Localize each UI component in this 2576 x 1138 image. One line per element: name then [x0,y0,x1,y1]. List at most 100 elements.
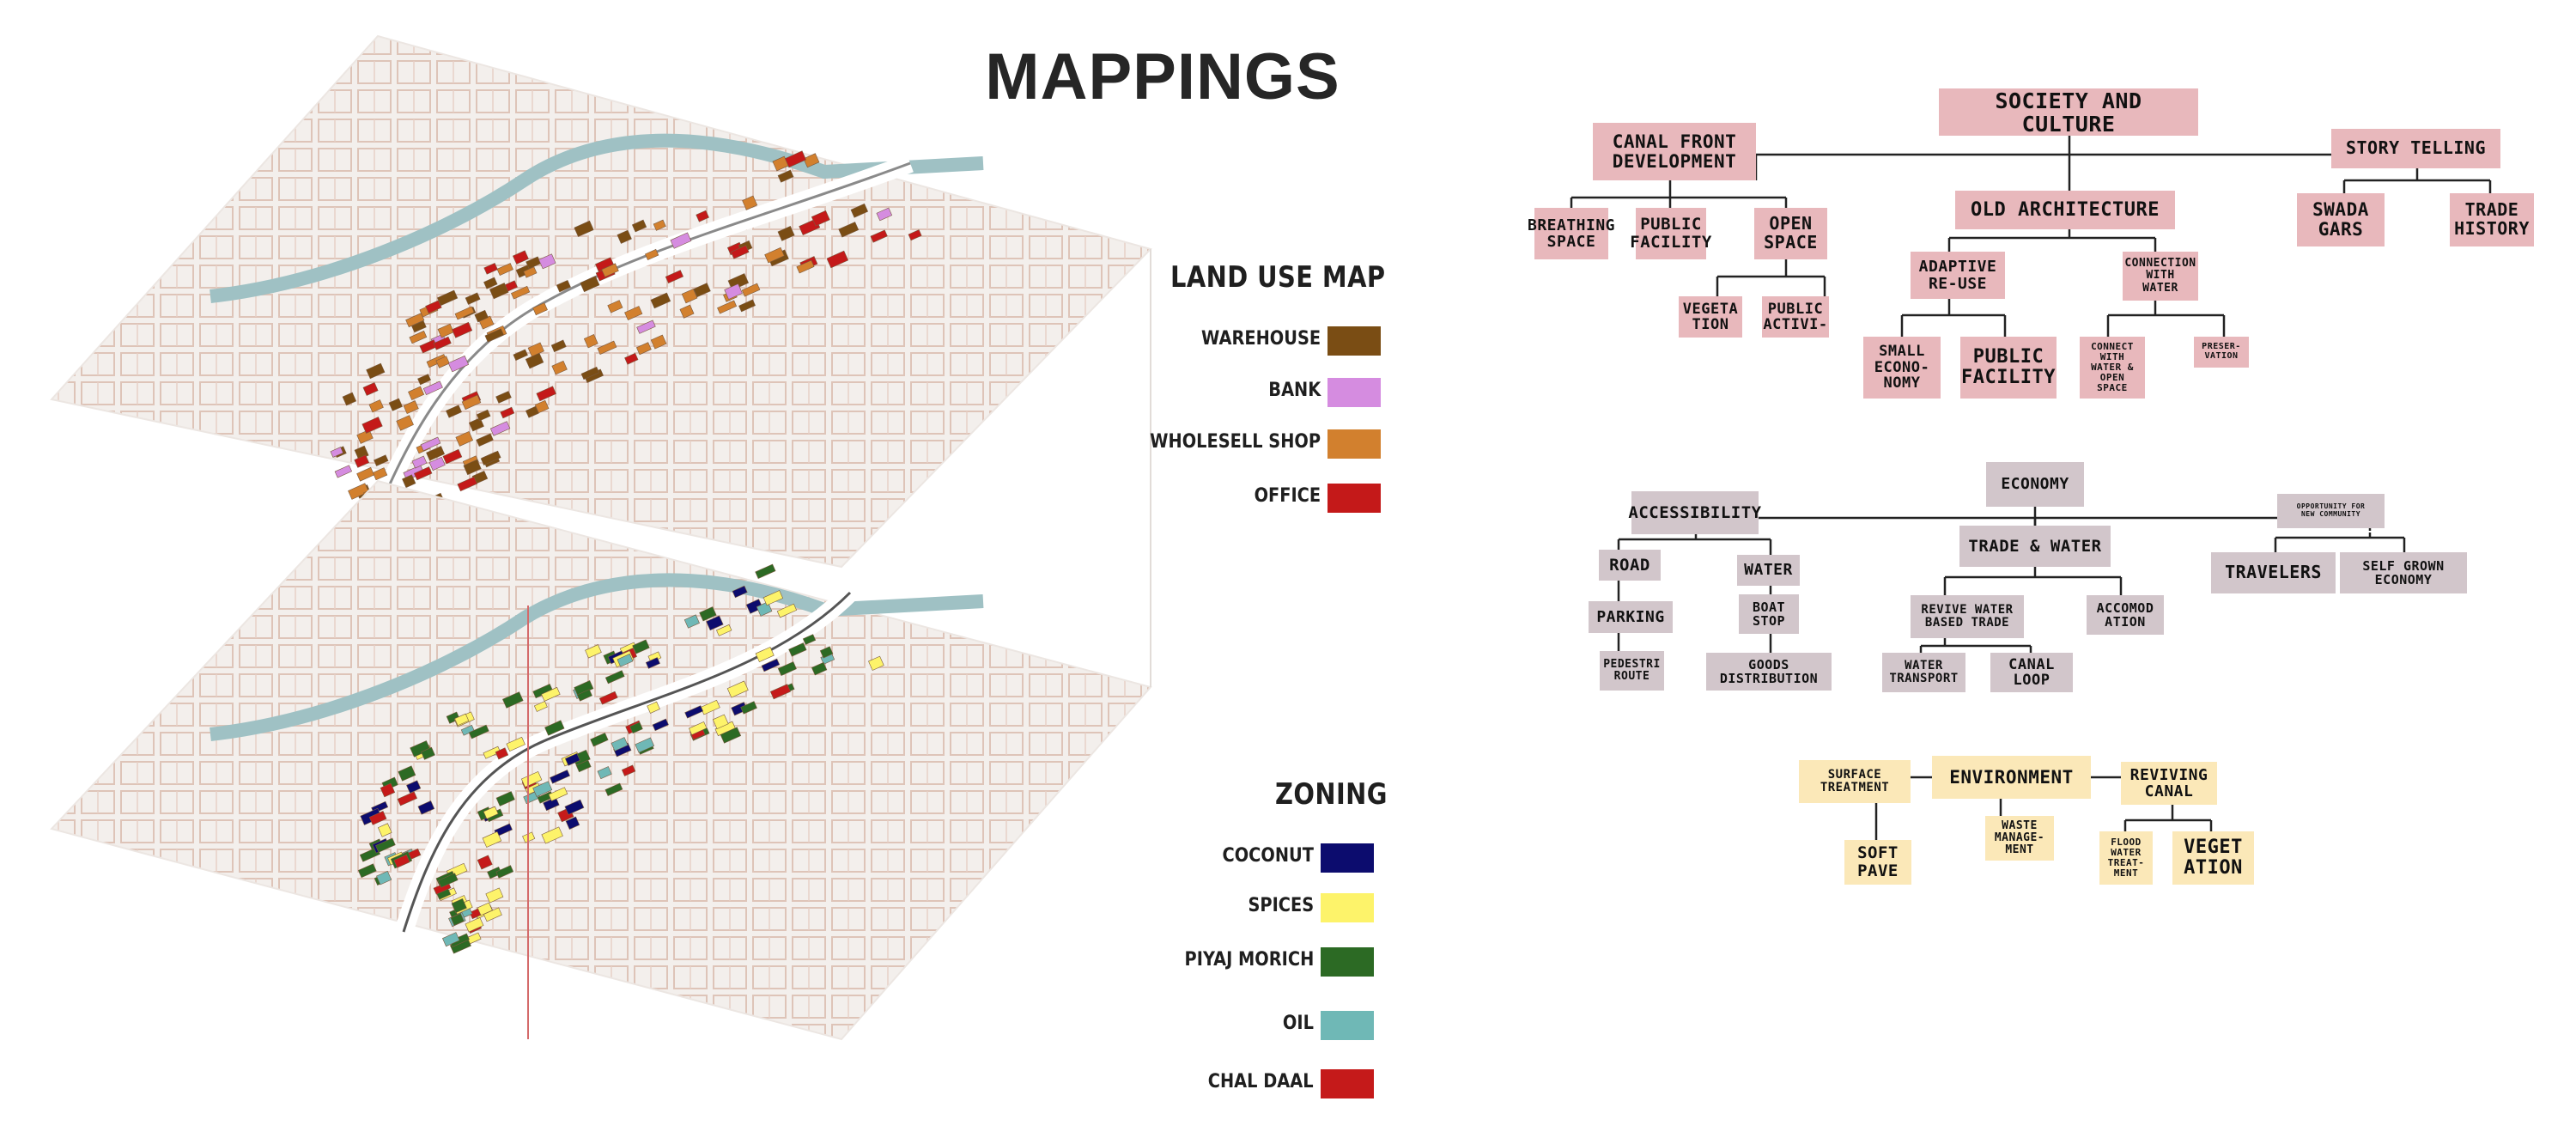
building-parcel [696,210,709,222]
building-parcel [635,342,652,356]
building-parcel [495,391,512,404]
building-parcel [652,718,669,732]
building-parcel [454,713,470,727]
building-parcel [645,657,660,669]
node-connect-with-water-open-space: CONNECT WITH WATER & OPEN SPACE [2080,337,2145,399]
building-parcel [436,289,459,307]
building-parcel [802,634,817,645]
building-parcel [368,399,384,413]
building-parcel [483,277,498,289]
building-parcel [377,823,392,837]
building-parcel [564,752,580,766]
node-swada-gars: SWADA GARS [2297,193,2385,246]
building-parcel [446,711,460,724]
building-parcel [533,701,548,712]
building-parcel [636,319,656,334]
building-parcel [417,374,432,386]
building-parcel [683,614,700,629]
building-parcel [576,689,592,702]
node-road: ROAD [1599,550,1661,581]
building-parcel [356,429,374,444]
node-travelers: TRAVELERS [2211,552,2336,593]
building-parcel [564,799,585,815]
building-parcel [461,394,482,411]
legend-swatch [1321,947,1374,977]
building-parcel [408,386,425,401]
building-parcel [417,800,435,815]
building-parcel [512,250,529,265]
building-parcel [870,229,888,243]
legend-swatch [1321,1011,1374,1040]
building-parcel [495,747,509,760]
building-parcel [580,366,600,380]
building-parcel [441,932,460,947]
building-parcel [393,854,410,868]
building-parcel [726,680,749,698]
node-accomodation: ACCOMOD ATION [2087,595,2164,635]
legend-swatch [1321,1069,1374,1098]
canal-lower [210,573,984,741]
building-parcel [405,313,425,328]
building-parcel [769,684,791,700]
building-parcel [617,654,634,667]
building-parcel [372,467,388,481]
building-parcel [724,283,743,300]
land-use-legend-heading: LAND USE MAP [1170,260,1386,295]
building-parcel [406,780,422,794]
building-parcel [645,248,659,261]
building-parcel [354,454,370,468]
node-vegetation: VEGETA TION [1679,296,1742,338]
legend-label: OFFICE [1254,485,1321,507]
building-parcel [437,873,459,888]
node-breathing-space: BREATHING SPACE [1528,208,1615,259]
legend-item-piyaj-morich: PIYAJ MORICH [1116,947,1374,977]
building-parcel [629,721,643,734]
building-parcel [788,642,807,657]
legend-label: CHAL DAAL [1208,1071,1314,1092]
building-parcel [712,714,729,729]
building-parcel [653,219,666,231]
zoning-map-plate [50,479,1152,1041]
building-parcel [764,246,785,264]
building-parcel [476,409,491,422]
building-parcel [435,356,450,368]
node-opportunity-new-community: OPPORTUNITY FOR NEW COMMUNITY [2277,494,2385,528]
building-parcel [556,279,571,293]
node-economy: ECONOMY [1986,462,2084,507]
building-parcel [738,299,756,313]
building-parcel [565,816,580,830]
node-canal-loop: CANAL LOOP [1990,653,2073,692]
building-parcel [706,615,724,631]
building-parcel [451,898,467,914]
node-parking: PARKING [1589,601,1673,633]
building-parcel [819,646,834,659]
building-parcel [483,806,499,819]
building-parcel [732,585,748,599]
building-parcel [543,796,560,812]
node-environment: ENVIRONMENT [1932,756,2091,799]
node-self-grown-economy: SELF GROWN ECONOMY [2340,552,2467,593]
legend-item-bank: BANK [1116,378,1381,407]
building-parcel [357,863,377,879]
building-parcel [650,292,671,309]
building-parcel [730,245,750,259]
node-reviving-canal: REVIVING CANAL [2121,762,2217,805]
building-parcel [411,320,427,333]
node-adaptive-reuse: ADAPTIVE RE-USE [1911,252,2005,299]
land-use-map-plate [50,34,1152,569]
legend-label: PIYAJ MORICH [1184,949,1314,971]
node-preservation: PRESER- VATION [2194,337,2249,368]
building-parcel [454,306,475,320]
building-parcel [631,219,647,233]
building-parcel [485,887,504,904]
node-pedestri-route: PEDESTRI ROUTE [1600,651,1664,691]
node-open-space: OPEN SPACE [1754,208,1827,259]
building-parcel [762,590,784,606]
building-parcel [362,382,379,396]
building-parcel [670,232,692,249]
building-parcel [484,328,504,343]
building-parcel [598,691,618,705]
building-parcel [826,250,849,269]
building-parcel [447,355,470,373]
